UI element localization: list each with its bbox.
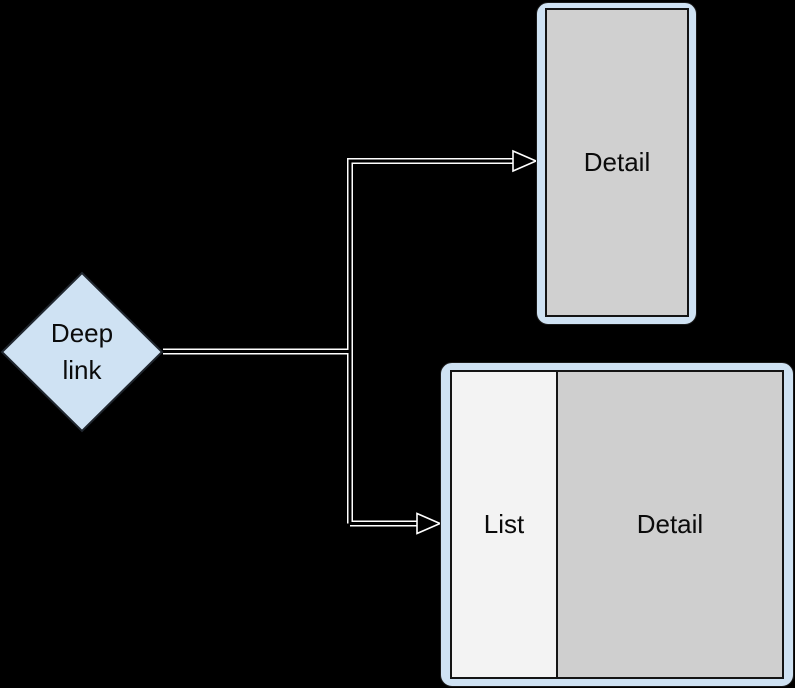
list-detail-detail-pane-label: Detail [636,509,704,539]
arrowhead-to-detail [512,149,539,173]
list-detail-screen-frame: List Detail [440,362,794,687]
list-detail-screen-body: List Detail [450,370,784,679]
deep-link-label-line2: link [62,355,102,385]
detail-screen-body: Detail [545,8,689,317]
arrowhead-to-list-detail [416,512,443,535]
detail-screen-frame: Detail [536,2,697,325]
list-pane: List [452,372,558,677]
deep-link-label: Deep link [22,315,142,389]
deep-link-diamond [0,271,164,433]
arrow-core [163,159,516,525]
deep-link-label-line1: Deep [50,318,114,348]
list-pane-label: List [483,509,525,539]
list-detail-detail-pane: Detail [557,372,782,677]
detail-pane: Detail [547,10,687,315]
detail-pane-label: Detail [583,147,651,177]
